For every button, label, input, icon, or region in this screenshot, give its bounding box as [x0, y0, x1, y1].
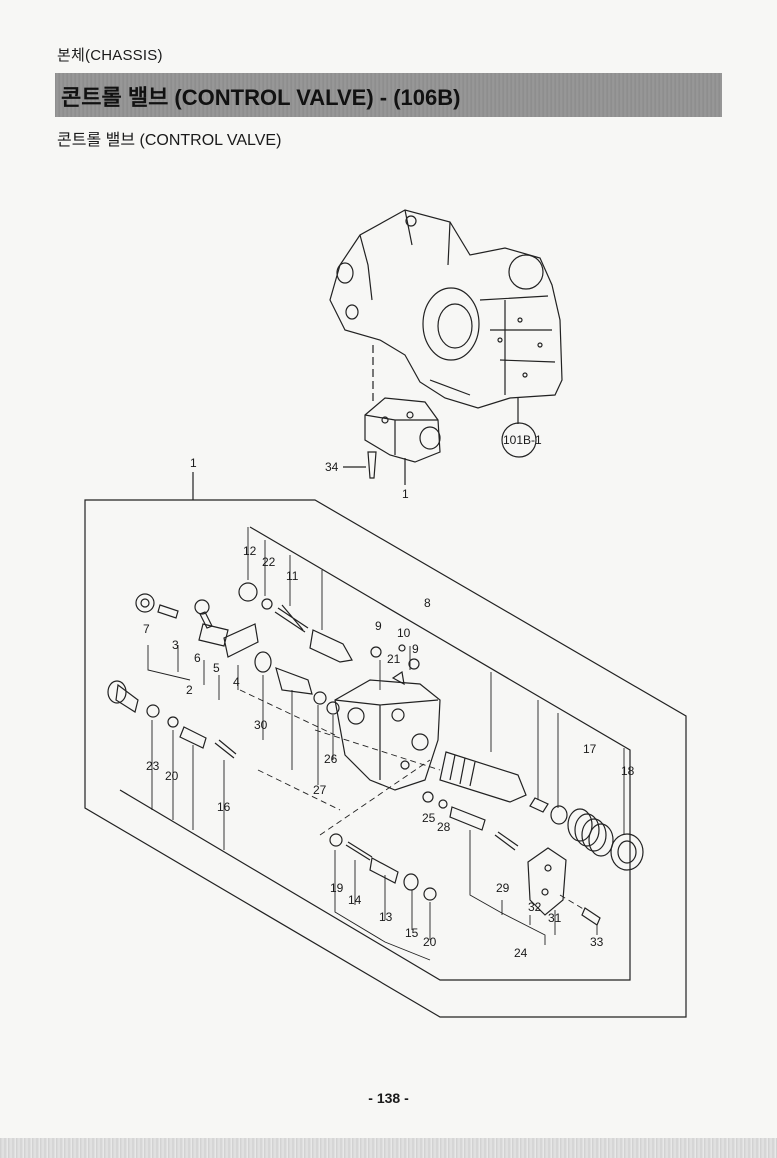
- callout-17: 17: [583, 742, 597, 756]
- callout-9-a: 9: [375, 619, 382, 633]
- subtitle: 콘트롤 밸브 (CONTROL VALVE): [57, 132, 282, 149]
- page-number: - 138 -: [368, 1090, 409, 1106]
- transmission-housing: [329, 209, 563, 409]
- callout-33: 33: [590, 935, 604, 949]
- assembly-outline: [84, 499, 687, 1018]
- callout-10: 10: [397, 626, 411, 640]
- title-bar: 콘트롤 밸브 (CONTROL VALVE) - (106B): [55, 73, 722, 117]
- callout-9-b: 9: [412, 642, 419, 656]
- callout-101B-1: 101B-1: [503, 433, 542, 447]
- callout-16: 16: [217, 800, 231, 814]
- callout-26: 26: [324, 752, 338, 766]
- part-shapes: [107, 582, 644, 926]
- callout-32: 32: [528, 900, 542, 914]
- callout-29: 29: [496, 881, 510, 895]
- callout-4: 4: [233, 675, 240, 689]
- callout-1-b: 1: [402, 487, 409, 501]
- callout-3: 3: [172, 638, 179, 652]
- callout-20-b: 20: [423, 935, 437, 949]
- callout-19: 19: [330, 881, 344, 895]
- scan-edge-strip: [0, 1138, 777, 1158]
- callout-25: 25: [422, 811, 436, 825]
- callout-14: 14: [348, 893, 362, 907]
- callout-5: 5: [213, 661, 220, 675]
- callout-2: 2: [186, 683, 193, 697]
- control-valve-block-upper: [364, 397, 441, 463]
- callout-27: 27: [313, 783, 327, 797]
- callout-30: 30: [254, 718, 268, 732]
- callout-31: 31: [548, 911, 562, 925]
- callout-1-a: 1: [190, 456, 197, 470]
- callout-15: 15: [405, 926, 419, 940]
- callout-28: 28: [437, 820, 451, 834]
- callout-18: 18: [621, 764, 635, 778]
- callout-11: 11: [286, 569, 299, 583]
- callout-34: 34: [325, 460, 339, 474]
- page-title: 콘트롤 밸브 (CONTROL VALVE) - (106B): [61, 85, 461, 110]
- callout-13: 13: [379, 910, 393, 924]
- callout-22: 22: [262, 555, 276, 569]
- callout-21: 21: [387, 652, 401, 666]
- callout-23: 23: [146, 759, 160, 773]
- callout-7: 7: [143, 622, 150, 636]
- callout-6: 6: [194, 651, 201, 665]
- callout-8: 8: [424, 596, 431, 610]
- callout-12: 12: [243, 544, 257, 558]
- callout-24: 24: [514, 946, 528, 960]
- section-label: 본체(CHASSIS): [57, 47, 163, 64]
- callout-20-a: 20: [165, 769, 179, 783]
